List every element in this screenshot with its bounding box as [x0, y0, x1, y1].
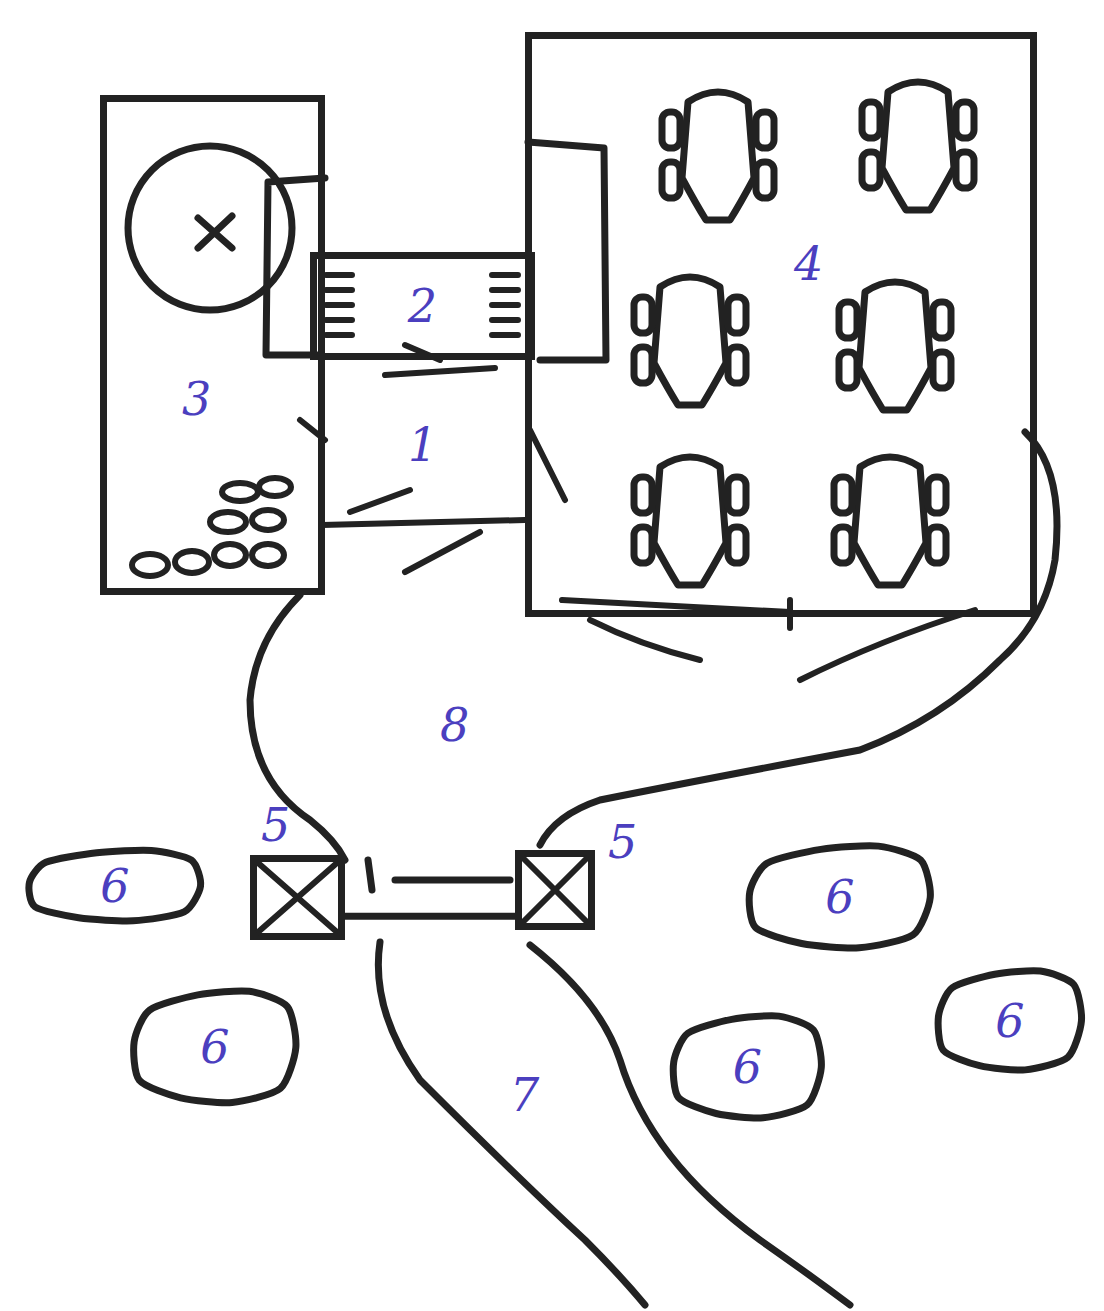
tables — [634, 82, 974, 585]
gate-post: 5 — [250, 855, 345, 940]
gate-bar — [395, 877, 510, 884]
bush: 6 — [740, 840, 940, 955]
callout-number: 6 — [733, 1042, 762, 1093]
path-edge — [378, 942, 645, 1305]
right-annex — [528, 142, 606, 360]
gate-bar — [345, 913, 515, 920]
ovals — [132, 478, 291, 576]
callout-number: 6 — [100, 861, 129, 912]
callout-number: 4 — [794, 239, 823, 290]
post-cross — [257, 862, 338, 933]
post-cross — [522, 857, 588, 923]
room: 3 — [100, 95, 325, 595]
callout-number: 2 — [408, 281, 437, 332]
cross-mark — [198, 216, 232, 248]
path-number: 8 — [440, 700, 469, 751]
callout-number: 5 — [608, 817, 637, 868]
area-number: 1 — [408, 420, 437, 471]
callout-number: 5 — [261, 800, 290, 851]
bush: 6 — [20, 845, 210, 927]
callout-number: 6 — [200, 1022, 229, 1073]
bush: 6 — [930, 965, 1090, 1077]
bush: 6 — [665, 1010, 830, 1125]
door-mark — [300, 420, 975, 680]
stair-room: 2 — [310, 252, 535, 360]
callout-number: 3 — [182, 374, 211, 425]
flow-arrow — [322, 490, 525, 572]
path-edge — [540, 432, 1057, 845]
stairs — [326, 275, 518, 335]
bush: 6 — [125, 985, 305, 1110]
path-edge — [530, 945, 850, 1305]
path-edge — [250, 595, 345, 860]
callout-number: 6 — [995, 996, 1024, 1047]
gate-post: 5 — [515, 850, 595, 930]
path-number: 7 — [510, 1070, 539, 1121]
callout-number: 6 — [825, 872, 854, 923]
gate-post — [368, 860, 372, 890]
flow-arrow — [385, 345, 495, 375]
dining-room: 4 — [525, 32, 1037, 617]
